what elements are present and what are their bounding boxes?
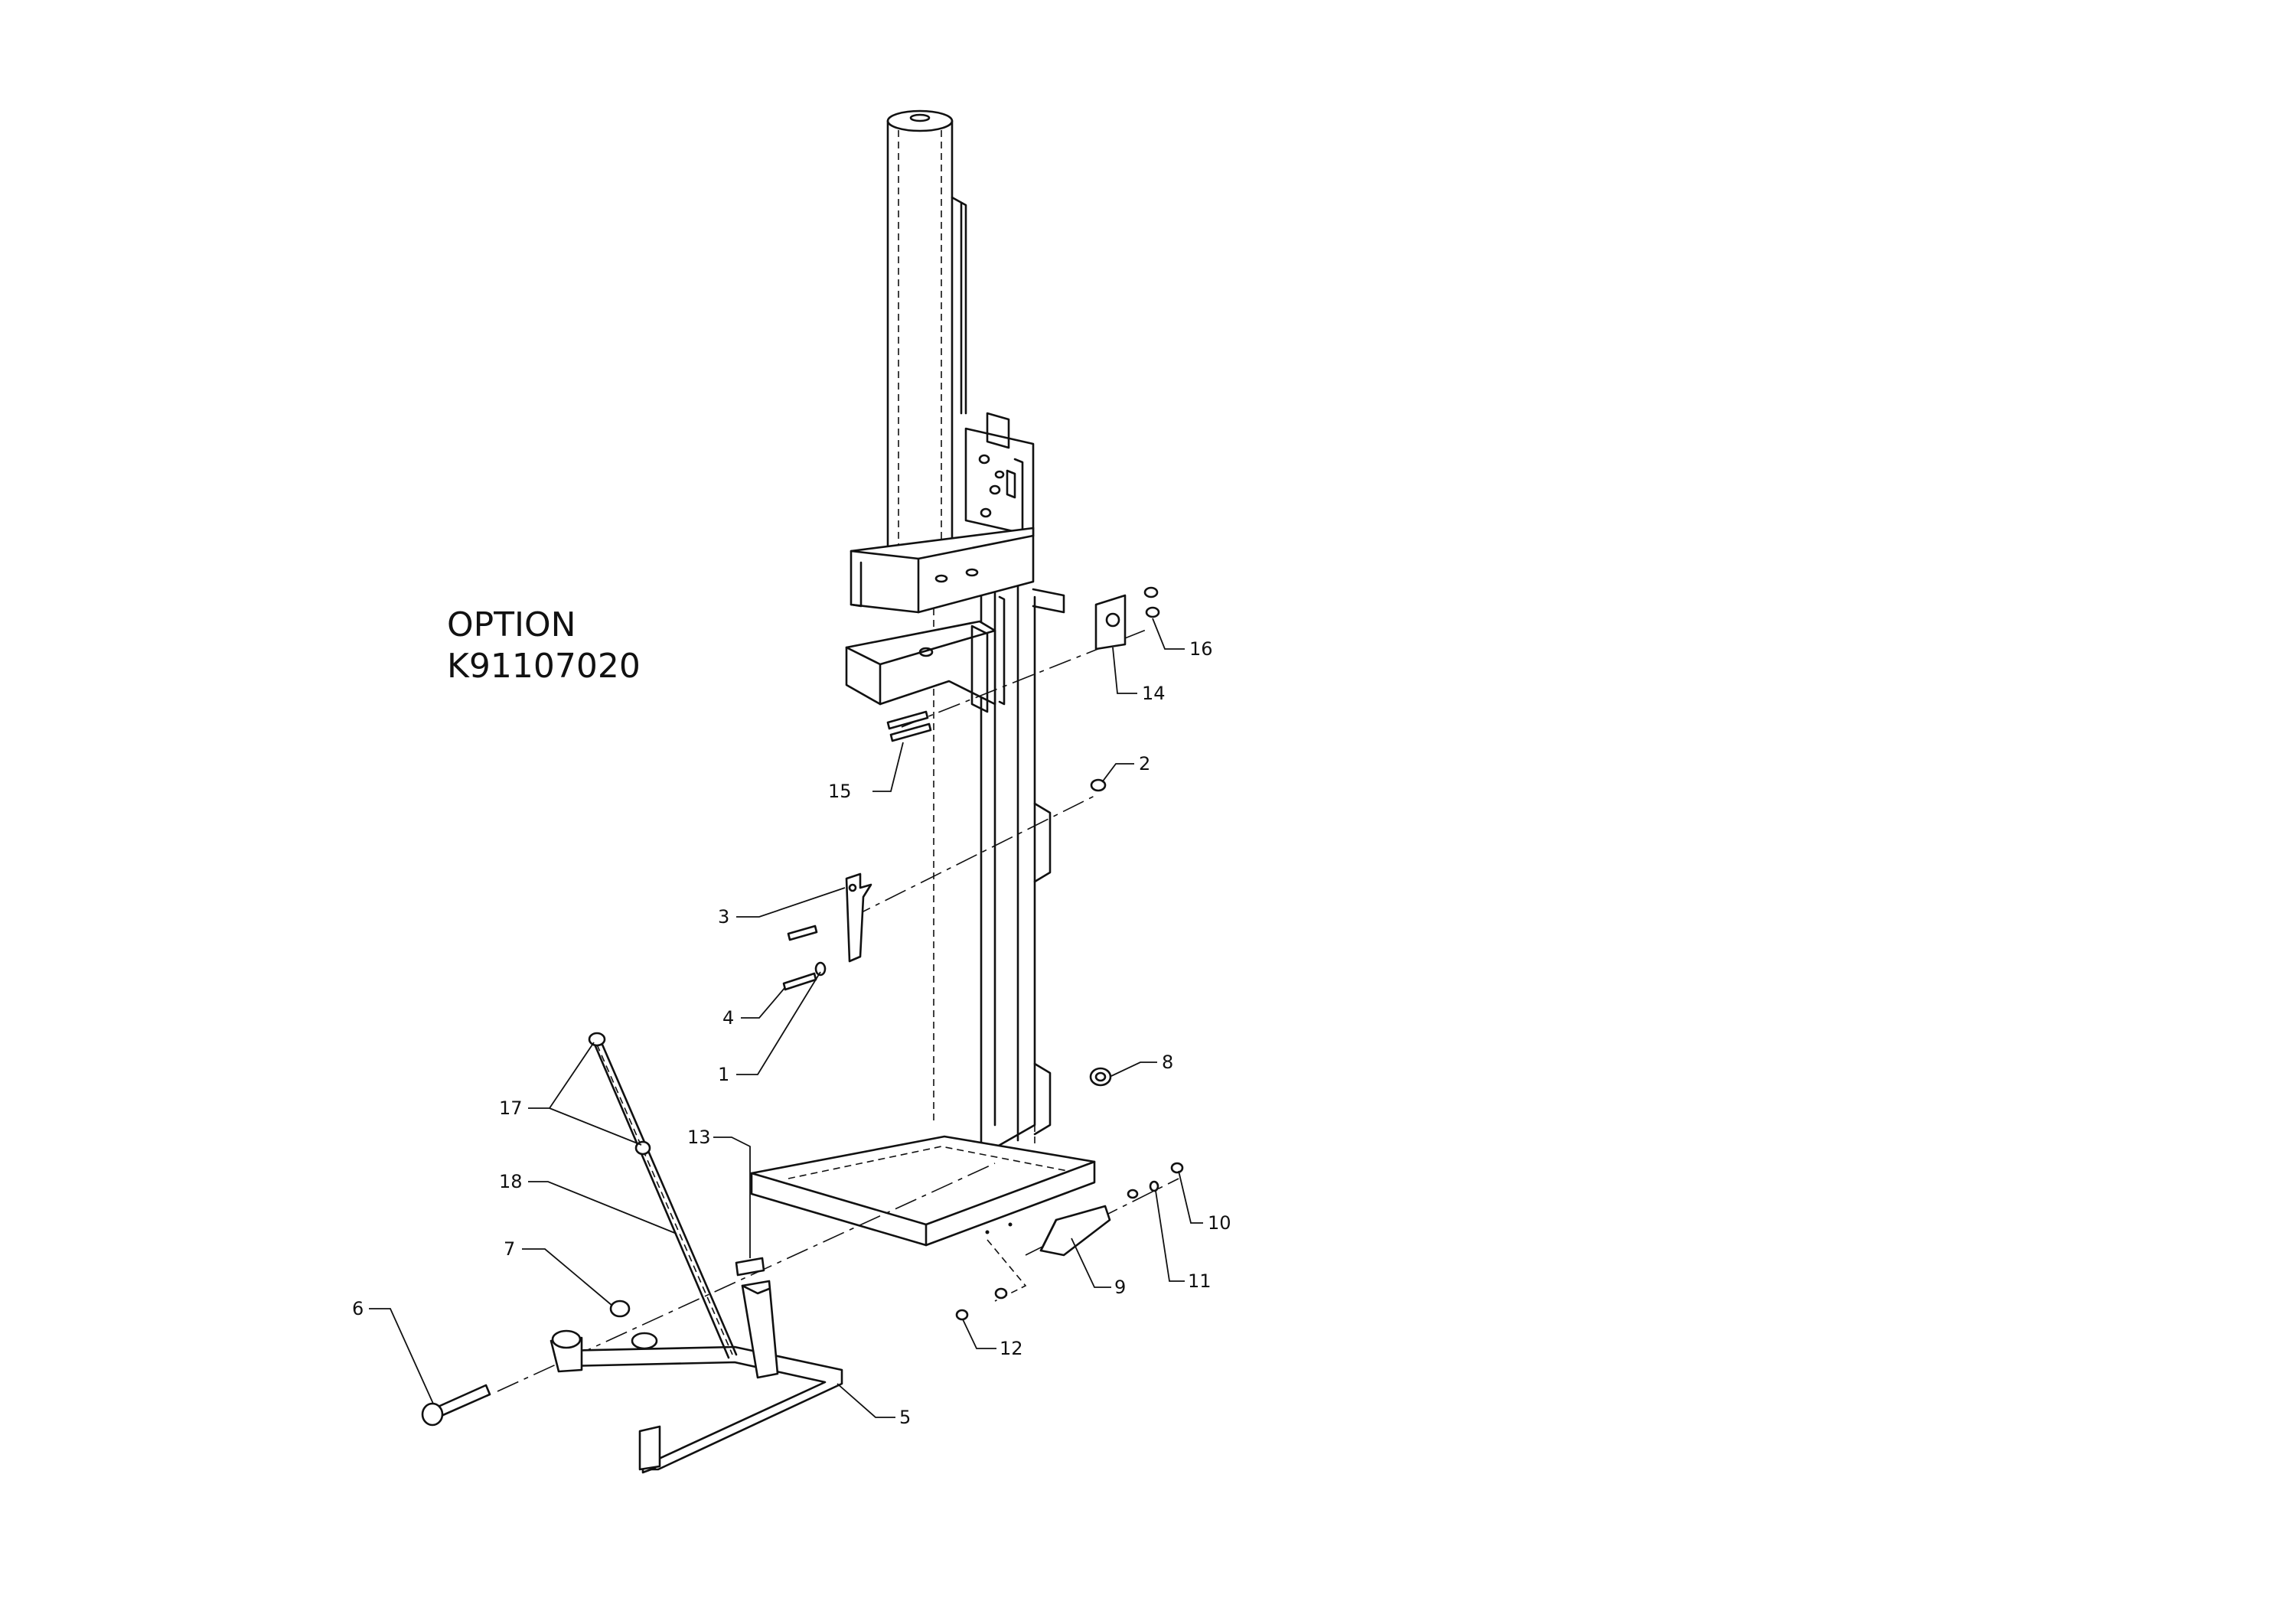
callout-6: 6	[352, 1298, 364, 1319]
carriage-plate	[964, 412, 1035, 537]
part-13-cap	[735, 1257, 765, 1277]
callout-15: 15	[828, 781, 852, 802]
callout-4: 4	[722, 1007, 734, 1029]
axis-line-middle	[849, 795, 1095, 919]
option-title: OPTION K91107020	[447, 605, 641, 687]
callout-14: 14	[1142, 683, 1166, 704]
option-label: OPTION	[447, 605, 576, 644]
part-17-hook-top	[588, 1032, 606, 1047]
part-2-nut	[1090, 778, 1107, 792]
part-7-nut	[609, 1300, 631, 1318]
part-4-bolt	[787, 925, 818, 941]
part-15-bolts	[886, 710, 932, 742]
callout-5: 5	[899, 1407, 911, 1428]
callout-1: 1	[718, 1064, 729, 1085]
part-6-bolt	[421, 1384, 491, 1427]
callout-18: 18	[499, 1171, 523, 1192]
part-18-chain	[592, 1038, 738, 1359]
base-plate	[750, 1135, 1096, 1247]
part-8-bushing	[1089, 1067, 1112, 1087]
callout-9: 9	[1114, 1277, 1126, 1298]
part-11-washer	[1149, 1180, 1159, 1192]
callout-3: 3	[718, 906, 729, 928]
arm-bracket	[845, 595, 1006, 713]
callout-2: 2	[1139, 753, 1150, 774]
option-part-number: K91107020	[447, 647, 641, 686]
callout-7: 7	[504, 1238, 515, 1260]
part-10-bolt	[1170, 1162, 1184, 1174]
carriage-box	[850, 527, 1065, 614]
callout-10: 10	[1208, 1212, 1231, 1234]
callout-13: 13	[687, 1127, 711, 1148]
part-16-nuts	[1143, 586, 1160, 618]
callout-11: 11	[1188, 1270, 1212, 1292]
part-12-nut	[955, 1309, 969, 1321]
part-12-nut-2	[994, 1287, 1008, 1300]
callout-12: 12	[1000, 1338, 1023, 1359]
part-1-washer	[814, 961, 827, 977]
callout-16: 16	[1189, 638, 1213, 660]
part-14-plate	[1094, 594, 1127, 651]
part-3-latch	[845, 872, 872, 963]
part-17-hook-mid	[634, 1140, 651, 1156]
callout-17: 17	[499, 1097, 523, 1119]
part-11-washer-2	[1127, 1189, 1139, 1199]
callout-8: 8	[1162, 1052, 1173, 1073]
part-5-stand	[550, 1280, 843, 1474]
part-9-bracket	[1039, 1205, 1111, 1257]
